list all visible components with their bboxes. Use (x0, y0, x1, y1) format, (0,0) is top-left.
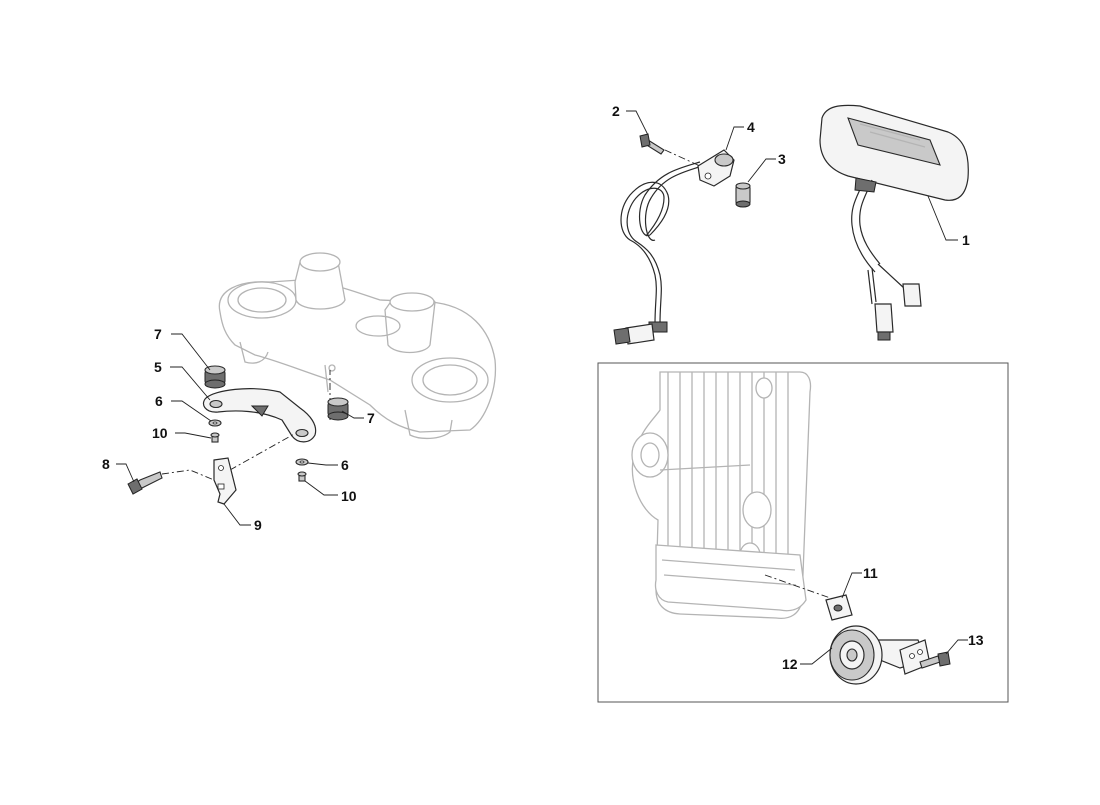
bolt-8 (127, 469, 215, 495)
horn-bracket-11 (825, 594, 853, 621)
screw-left (210, 432, 220, 443)
callout-7-lower: 7 (367, 410, 375, 426)
washer-left (208, 419, 222, 427)
top-right-callouts: 2 4 3 1 (612, 103, 970, 248)
horn-detail-frame (597, 362, 1009, 703)
speed-sensor-4 (664, 149, 735, 187)
spacer-3 (735, 182, 751, 208)
callout-5: 5 (154, 359, 162, 375)
bolt-13 (919, 651, 951, 669)
callout-12: 12 (782, 656, 798, 672)
screw-right (297, 471, 307, 482)
callout-13: 13 (968, 632, 984, 648)
callout-1: 1 (962, 232, 970, 248)
bracket-plate-9 (213, 457, 237, 505)
callout-10-right: 10 (341, 488, 357, 504)
callout-7-upper: 7 (154, 326, 162, 342)
speed-sensor-harness (613, 161, 703, 345)
left-callouts: 7 5 6 10 8 7 6 10 9 (102, 326, 375, 533)
instrument-panel-1 (819, 104, 969, 341)
screw-2 (639, 133, 665, 155)
callout-8: 8 (102, 456, 110, 472)
callout-4: 4 (747, 119, 755, 135)
rubber-grommet-lower (327, 397, 349, 421)
bottom-right-callouts: 11 12 13 (782, 565, 984, 672)
dashboard-bracket (202, 370, 331, 471)
callout-6-left: 6 (155, 393, 163, 409)
callout-11: 11 (863, 565, 878, 581)
callout-9: 9 (254, 517, 262, 533)
callout-6-right: 6 (341, 457, 349, 473)
washer-right (295, 458, 309, 466)
horn-12 (829, 625, 931, 685)
steering-plate-ghost (218, 252, 497, 440)
callout-2: 2 (612, 103, 620, 119)
rubber-grommet-upper (204, 365, 226, 389)
callout-10-left: 10 (152, 425, 168, 441)
callout-3: 3 (778, 151, 786, 167)
radiator-ghost (631, 371, 837, 620)
